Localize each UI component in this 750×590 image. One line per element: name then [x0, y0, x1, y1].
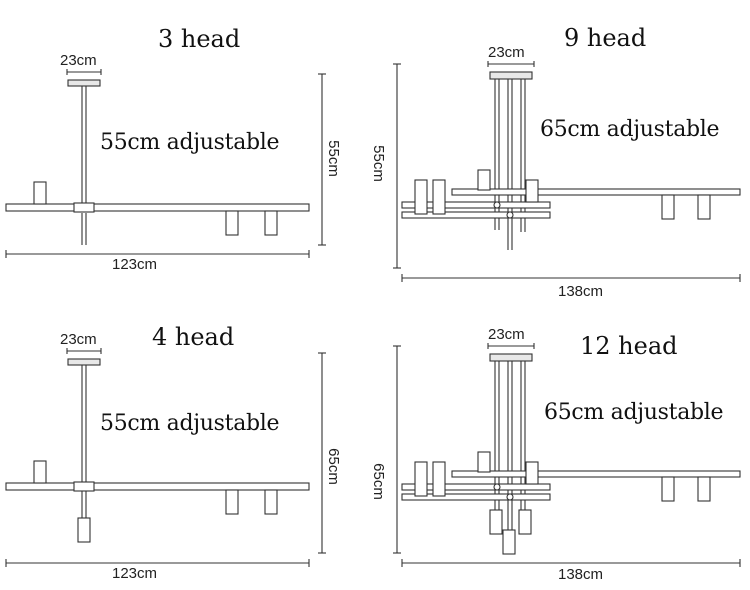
width-9-head: 138cm [558, 283, 604, 300]
adjustable-9-head: 65cm adjustable [540, 117, 720, 142]
top-width-4-head: 23cm [60, 331, 97, 348]
top-width-9-head: 23cm [488, 44, 525, 61]
adjustable-3-head: 55cm adjustable [100, 130, 280, 155]
height-9-head: 55cm [369, 145, 387, 182]
width-12-head: 138cm [558, 566, 604, 583]
height-12-head: 65cm [369, 463, 387, 500]
lamp-3-head-drawing [5, 69, 326, 258]
lamp-9-head-drawing [393, 61, 741, 282]
title-9-head: 9 head [564, 24, 647, 52]
top-width-3-head: 23cm [60, 52, 97, 69]
width-3-head: 123cm [112, 256, 158, 273]
title-4-head: 4 head [152, 323, 235, 351]
width-4-head: 123cm [112, 565, 158, 582]
top-width-12-head: 23cm [488, 326, 525, 343]
height-4-head: 65cm [324, 448, 342, 485]
height-3-head: 55cm [324, 140, 342, 177]
lamp-4-head-drawing [5, 348, 326, 567]
adjustable-12-head: 65cm adjustable [544, 400, 724, 425]
title-12-head: 12 head [580, 332, 678, 360]
adjustable-4-head: 55cm adjustable [100, 411, 280, 436]
title-3-head: 3 head [158, 25, 241, 53]
lamp-12-head-drawing [393, 343, 741, 567]
